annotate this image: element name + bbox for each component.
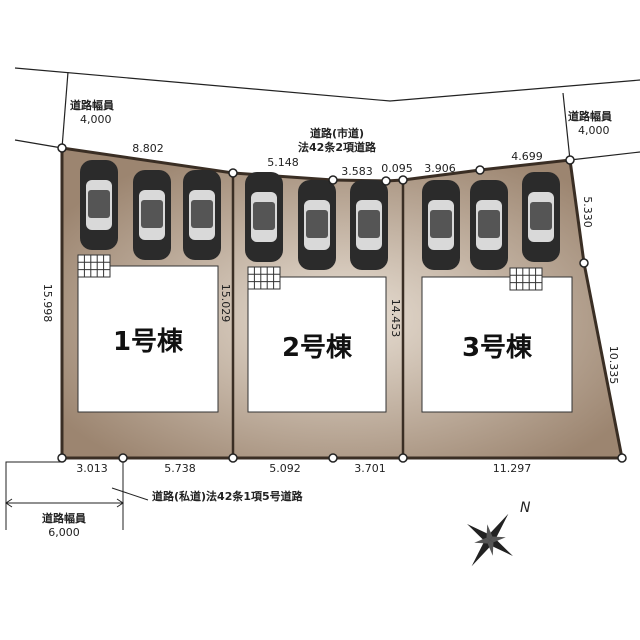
meter-box-icon xyxy=(247,266,281,290)
north-road-lines xyxy=(14,67,640,161)
parking-cars xyxy=(80,160,560,270)
boundary-point xyxy=(57,453,67,463)
boundary-point xyxy=(328,175,338,185)
car-icon xyxy=(522,172,560,262)
north-width-right-label: 道路幅員 xyxy=(568,109,612,123)
dim-left: 15.998 xyxy=(41,284,54,323)
boundary-point xyxy=(617,453,627,463)
compass-north-label: N xyxy=(520,500,531,516)
dim-right-upper: 5.330 xyxy=(581,196,594,228)
house-3-footprint xyxy=(421,276,573,413)
lot-1-label: 1号棟 xyxy=(113,327,184,357)
dim-top-1: 8.802 xyxy=(132,142,164,155)
north-road-law: 法42条2項道路 xyxy=(298,140,377,154)
south-width-dimension xyxy=(5,461,149,530)
south-width-label: 道路幅員 xyxy=(42,511,86,525)
boundary-point xyxy=(398,175,408,185)
boundary-point xyxy=(398,453,408,463)
north-width-left-value: 4,000 xyxy=(80,113,112,126)
meter-boxes xyxy=(77,254,543,291)
south-road-name: 道路(私道)法42条1項5号道路 xyxy=(152,489,304,503)
dim-divider-2-3: 14.453 xyxy=(389,299,402,338)
north-width-right-value: 4,000 xyxy=(578,124,610,137)
car-icon xyxy=(133,170,171,260)
compass-icon xyxy=(467,513,513,567)
boundary-point xyxy=(579,258,589,268)
dim-top-3: 3.583 xyxy=(341,165,373,178)
dim-bottom-1: 3.013 xyxy=(76,462,108,475)
car-icon xyxy=(80,160,118,250)
dim-top-6: 4.699 xyxy=(511,150,543,163)
meter-box-icon xyxy=(509,267,543,291)
house-1-footprint xyxy=(77,265,219,413)
boundary-point xyxy=(565,155,575,165)
dim-top-4: 0.095 xyxy=(381,162,413,175)
car-icon xyxy=(470,180,508,270)
lot-2-label: 2号棟 xyxy=(282,333,353,363)
car-icon xyxy=(350,180,388,270)
boundary-point xyxy=(57,143,67,153)
dim-bottom-4: 3.701 xyxy=(354,462,386,475)
car-icon xyxy=(298,180,336,270)
dim-top-5: 3.906 xyxy=(424,162,456,175)
dim-top-2: 5.148 xyxy=(267,156,299,169)
north-road-name: 道路(市道) xyxy=(310,126,364,140)
dim-bottom-2: 5.738 xyxy=(164,462,196,475)
boundary-point xyxy=(475,165,485,175)
dim-bottom-5: 11.297 xyxy=(493,462,532,475)
dim-divider-1-2: 15.029 xyxy=(219,284,232,323)
car-icon xyxy=(183,170,221,260)
lot-3-label: 3号棟 xyxy=(462,333,533,363)
house-2-footprint xyxy=(247,276,387,413)
north-width-left-label: 道路幅員 xyxy=(70,98,114,112)
boundary-point xyxy=(228,453,238,463)
car-icon xyxy=(245,172,283,262)
boundary-points xyxy=(57,143,627,463)
south-width-value: 6,000 xyxy=(48,526,80,539)
boundary-point xyxy=(381,176,391,186)
boundary-point xyxy=(228,168,238,178)
boundary-point xyxy=(328,453,338,463)
boundary-point xyxy=(118,453,128,463)
dim-bottom-3: 5.092 xyxy=(269,462,301,475)
car-icon xyxy=(422,180,460,270)
meter-box-icon xyxy=(77,254,111,278)
dim-right-lower: 10.335 xyxy=(607,346,620,385)
